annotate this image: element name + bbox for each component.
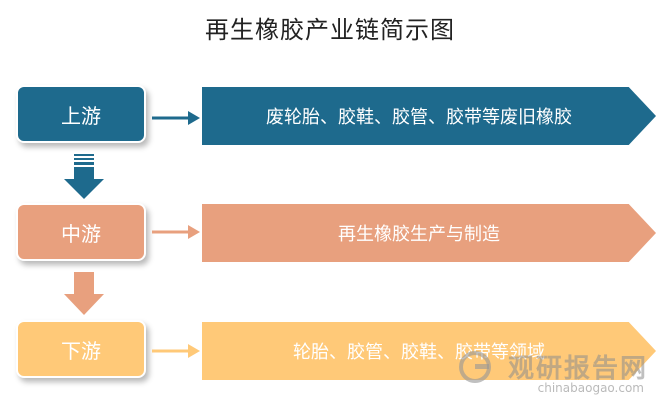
arrow-down-icon — [64, 272, 104, 315]
stage-midstream-box: 中游 — [16, 203, 146, 261]
arrow-right-icon — [152, 111, 200, 125]
arrow-right-icon — [152, 225, 200, 239]
arrow-right-icon — [152, 344, 200, 358]
diagram-title: 再生橡胶产业链简示图 — [205, 16, 455, 44]
stage-downstream-box: 下游 — [16, 320, 146, 378]
watermark-url: chinabaogao.com — [537, 381, 644, 395]
upstream-content-banner: 废轮胎、胶鞋、胶管、胶带等废旧橡胶 — [202, 87, 656, 145]
arrow-down-icon — [64, 154, 104, 199]
midstream-content-banner: 再生橡胶生产与制造 — [202, 204, 656, 262]
stage-upstream-box: 上游 — [16, 85, 146, 143]
downstream-content-banner: 轮胎、胶管、胶鞋、胶带等领域 — [202, 322, 656, 380]
